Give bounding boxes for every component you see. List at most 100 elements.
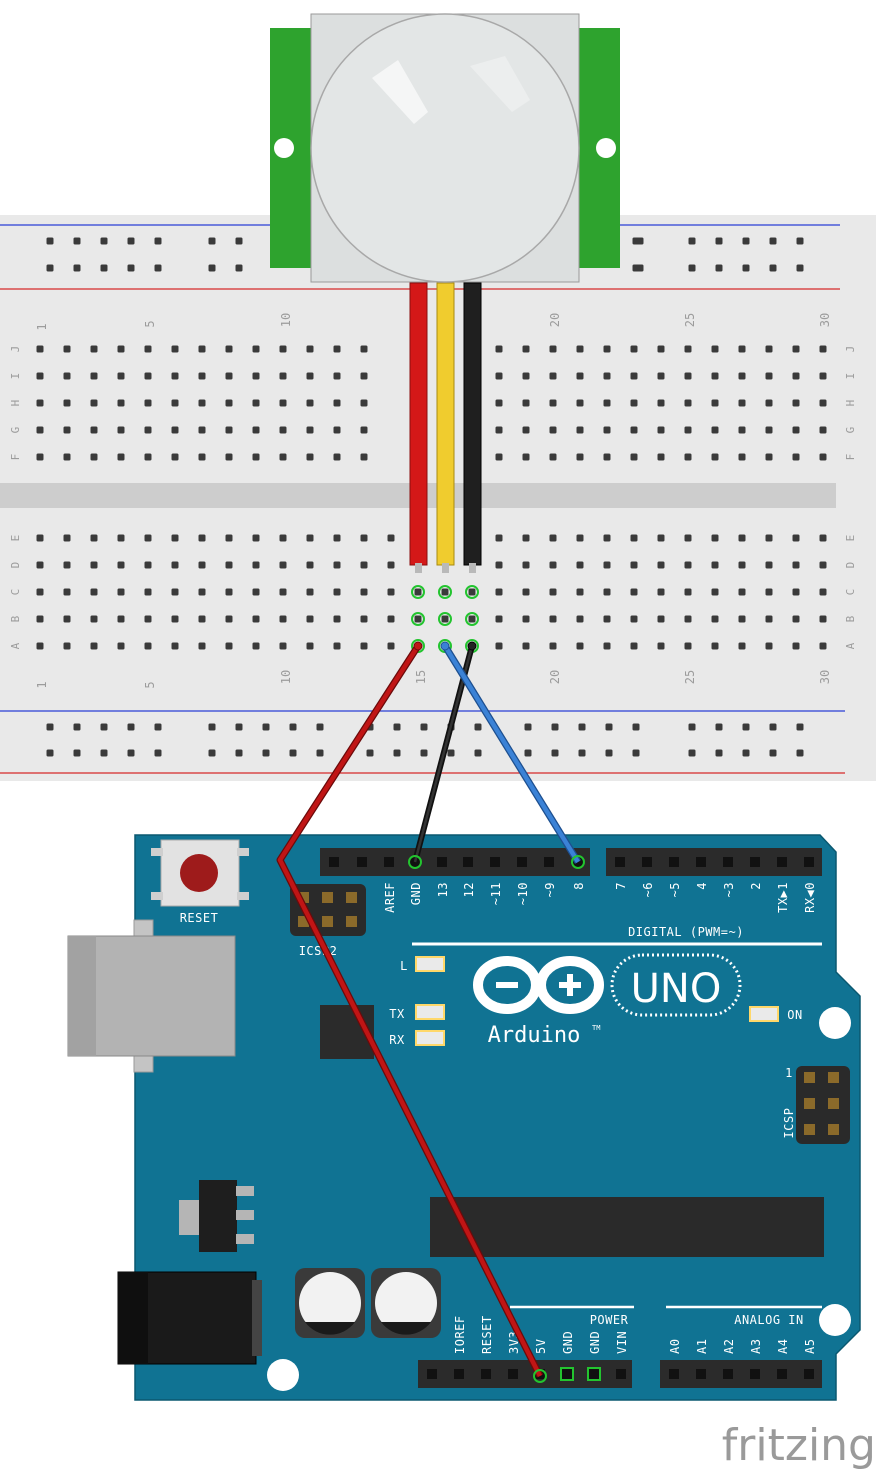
- breadboard-hole[interactable]: [90, 453, 98, 461]
- header-pin[interactable]: [669, 1369, 679, 1379]
- breadboard-hole[interactable]: [522, 345, 530, 353]
- header-pin[interactable]: [463, 857, 473, 867]
- breadboard-hole[interactable]: [684, 534, 692, 542]
- breadboard-hole[interactable]: [765, 372, 773, 380]
- breadboard-hole[interactable]: [225, 588, 233, 596]
- header-pin[interactable]: [669, 857, 679, 867]
- breadboard-hole[interactable]: [198, 399, 206, 407]
- breadboard-hole[interactable]: [90, 615, 98, 623]
- breadboard-hole[interactable]: [198, 453, 206, 461]
- breadboard-hole[interactable]: [522, 453, 530, 461]
- breadboard-hole[interactable]: [208, 723, 216, 731]
- breadboard-hole[interactable]: [333, 588, 341, 596]
- breadboard-hole[interactable]: [603, 642, 611, 650]
- header-pin[interactable]: [508, 1369, 518, 1379]
- breadboard-hole[interactable]: [603, 561, 611, 569]
- breadboard-hole[interactable]: [769, 749, 777, 757]
- breadboard-hole[interactable]: [117, 561, 125, 569]
- breadboard-hole[interactable]: [414, 615, 422, 623]
- header-pin[interactable]: [490, 857, 500, 867]
- breadboard-hole[interactable]: [605, 749, 613, 757]
- breadboard-hole[interactable]: [63, 642, 71, 650]
- breadboard-hole[interactable]: [711, 642, 719, 650]
- header-pin[interactable]: [616, 1369, 626, 1379]
- breadboard-hole[interactable]: [630, 561, 638, 569]
- breadboard-hole[interactable]: [198, 534, 206, 542]
- breadboard-hole[interactable]: [225, 372, 233, 380]
- breadboard-hole[interactable]: [636, 264, 644, 272]
- breadboard-hole[interactable]: [289, 749, 297, 757]
- breadboard-hole[interactable]: [441, 588, 449, 596]
- breadboard-hole[interactable]: [769, 237, 777, 245]
- breadboard-hole[interactable]: [576, 345, 584, 353]
- breadboard-hole[interactable]: [738, 453, 746, 461]
- breadboard-hole[interactable]: [306, 453, 314, 461]
- breadboard-hole[interactable]: [495, 615, 503, 623]
- breadboard-hole[interactable]: [90, 534, 98, 542]
- breadboard-hole[interactable]: [549, 561, 557, 569]
- breadboard-hole[interactable]: [711, 588, 719, 596]
- breadboard-hole[interactable]: [495, 426, 503, 434]
- reset-button[interactable]: [180, 854, 218, 892]
- breadboard-hole[interactable]: [306, 345, 314, 353]
- breadboard-hole[interactable]: [279, 642, 287, 650]
- breadboard-hole[interactable]: [63, 534, 71, 542]
- breadboard-hole[interactable]: [198, 588, 206, 596]
- breadboard-hole[interactable]: [154, 237, 162, 245]
- breadboard-hole[interactable]: [522, 642, 530, 650]
- header-pin[interactable]: [642, 857, 652, 867]
- breadboard-hole[interactable]: [36, 642, 44, 650]
- breadboard-hole[interactable]: [549, 345, 557, 353]
- breadboard-hole[interactable]: [524, 723, 532, 731]
- breadboard-hole[interactable]: [208, 237, 216, 245]
- breadboard-hole[interactable]: [333, 615, 341, 623]
- breadboard-hole[interactable]: [144, 372, 152, 380]
- breadboard-hole[interactable]: [630, 453, 638, 461]
- breadboard-hole[interactable]: [576, 426, 584, 434]
- breadboard-hole[interactable]: [117, 588, 125, 596]
- breadboard-hole[interactable]: [306, 642, 314, 650]
- breadboard-hole[interactable]: [792, 534, 800, 542]
- breadboard-hole[interactable]: [171, 345, 179, 353]
- breadboard-hole[interactable]: [144, 399, 152, 407]
- breadboard-hole[interactable]: [792, 426, 800, 434]
- breadboard-hole[interactable]: [360, 426, 368, 434]
- breadboard-hole[interactable]: [657, 561, 665, 569]
- breadboard-hole[interactable]: [63, 372, 71, 380]
- breadboard-hole[interactable]: [46, 237, 54, 245]
- breadboard-hole[interactable]: [171, 534, 179, 542]
- breadboard-hole[interactable]: [387, 588, 395, 596]
- breadboard-hole[interactable]: [333, 399, 341, 407]
- breadboard-hole[interactable]: [792, 615, 800, 623]
- breadboard-hole[interactable]: [225, 615, 233, 623]
- breadboard-hole[interactable]: [711, 561, 719, 569]
- breadboard-hole[interactable]: [765, 453, 773, 461]
- breadboard-hole[interactable]: [522, 534, 530, 542]
- breadboard-hole[interactable]: [127, 749, 135, 757]
- breadboard-hole[interactable]: [603, 453, 611, 461]
- breadboard-hole[interactable]: [360, 345, 368, 353]
- breadboard-hole[interactable]: [549, 642, 557, 650]
- breadboard-hole[interactable]: [208, 749, 216, 757]
- breadboard-hole[interactable]: [657, 345, 665, 353]
- breadboard-hole[interactable]: [333, 561, 341, 569]
- breadboard-hole[interactable]: [819, 561, 827, 569]
- breadboard-hole[interactable]: [765, 561, 773, 569]
- breadboard-hole[interactable]: [198, 345, 206, 353]
- header-pin[interactable]: [777, 857, 787, 867]
- breadboard-hole[interactable]: [441, 615, 449, 623]
- breadboard-hole[interactable]: [549, 615, 557, 623]
- breadboard-hole[interactable]: [630, 345, 638, 353]
- header-pin[interactable]: [454, 1369, 464, 1379]
- breadboard-hole[interactable]: [198, 615, 206, 623]
- breadboard-hole[interactable]: [144, 426, 152, 434]
- breadboard-hole[interactable]: [715, 264, 723, 272]
- header-pin[interactable]: [384, 857, 394, 867]
- header-pin[interactable]: [589, 1369, 599, 1379]
- breadboard-hole[interactable]: [36, 453, 44, 461]
- breadboard-hole[interactable]: [684, 426, 692, 434]
- breadboard-hole[interactable]: [63, 426, 71, 434]
- breadboard-hole[interactable]: [306, 561, 314, 569]
- breadboard-hole[interactable]: [522, 426, 530, 434]
- breadboard-hole[interactable]: [63, 588, 71, 596]
